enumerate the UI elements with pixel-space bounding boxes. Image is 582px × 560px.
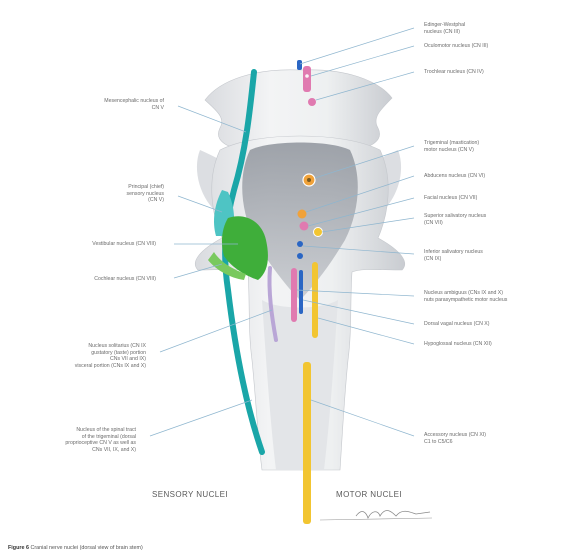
figure-number: Figure 6 xyxy=(8,545,29,551)
trigeminal-motor-label: Trigeminal (mastication) motor nucleus (… xyxy=(424,140,479,153)
accessory-marker xyxy=(303,362,311,524)
facial-label: Facial nucleus (CN VII) xyxy=(424,195,477,202)
edinger-westphal-label: Edinger-Westphal nucleus (CN III) xyxy=(424,22,465,35)
oculomotor-marker xyxy=(303,66,311,92)
oculomotor-dot xyxy=(305,74,309,78)
hypoglossal-marker xyxy=(312,262,318,338)
dorsal-vagal-marker xyxy=(299,270,303,314)
sensory-nuclei-heading: SENSORY NUCLEI xyxy=(152,490,228,499)
ambiguus-label: Nucleus ambiguus (CNs IX and X) nuts par… xyxy=(424,290,507,303)
signature-underline xyxy=(320,518,432,520)
facial-marker xyxy=(300,222,309,231)
edinger-westphal-marker xyxy=(297,60,302,70)
mesencephalic-label: Mesencephalic nucleus of CN V xyxy=(104,98,164,111)
abducens-marker xyxy=(298,210,307,219)
cochlear-label: Cochlear nucleus (CN VIII) xyxy=(94,276,156,283)
oculomotor-label: Oculomotor nucleus (CN III) xyxy=(424,43,488,50)
inferior-salivatory-marker xyxy=(297,241,303,247)
blue-dot-1 xyxy=(297,253,303,259)
ambiguus-marker xyxy=(291,268,297,322)
inferior-salivatory-label: Inferior salivatory nucleus (CN IX) xyxy=(424,249,483,262)
accessory-label: Accessory nucleus (CN XI) C1 to C5/C6 xyxy=(424,432,486,445)
trigeminal-motor-dot xyxy=(307,178,311,182)
motor-nuclei-heading: MOTOR NUCLEI xyxy=(336,490,402,499)
trochlear-marker xyxy=(308,98,316,106)
superior-salivatory-label: Superior salivatory nucleus (CN VII) xyxy=(424,213,486,226)
principal-sensory-label: Principal (chief) sensory nucleus (CN V) xyxy=(127,184,165,204)
dorsal-vagal-label: Dorsal vagal nucleus (CN X) xyxy=(424,321,489,328)
superior-salivatory-marker xyxy=(314,228,323,237)
trochlear-label: Trochlear nucleus (CN IV) xyxy=(424,69,484,76)
figure-caption: Figure 6 Cranial nerve nuclei (dorsal vi… xyxy=(8,545,143,551)
figure-caption-text: Cranial nerve nuclei (dorsal view of bra… xyxy=(30,545,142,551)
spinal-trigeminal-label: Nucleus of the spinal tract of the trige… xyxy=(65,427,136,453)
abducens-label: Abducens nucleus (CN VI) xyxy=(424,173,485,180)
vestibular-label: Vestibular nucleus (CN VIII) xyxy=(92,241,156,248)
artist-signature xyxy=(356,511,430,518)
solitarius-label: Nucleus solitarius (CN IX gustatory (tas… xyxy=(75,343,146,369)
hypoglossal-label: Hypoglossal nucleus (CN XII) xyxy=(424,341,492,348)
